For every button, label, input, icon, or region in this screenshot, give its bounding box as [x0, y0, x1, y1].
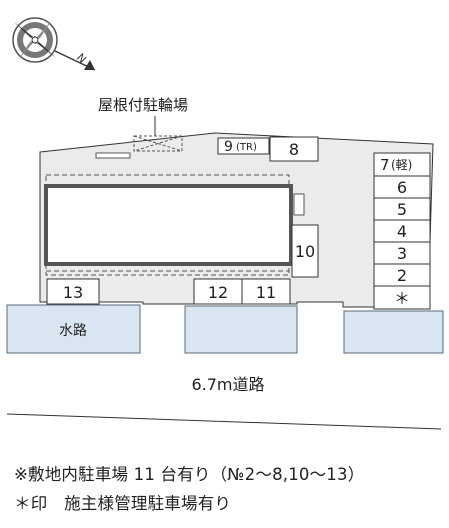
parking-space-6[interactable]: 6 — [397, 178, 407, 197]
waterway-right — [343, 310, 444, 354]
north-label: N — [74, 51, 89, 66]
building — [44, 184, 293, 266]
parking-space-2[interactable]: 2 — [397, 266, 407, 285]
parking-space-4[interactable]: 4 — [397, 222, 407, 241]
road-edge — [6, 413, 442, 430]
road-label: 6.7m道路 — [191, 375, 264, 394]
parking-space-7[interactable]: 7 (軽) — [380, 156, 412, 174]
parking-space-11[interactable]: 11 — [241, 278, 291, 305]
space-10-number: 10 — [295, 242, 315, 261]
parking-space-12[interactable]: 12 — [193, 278, 243, 305]
bike-parking-label: 屋根付駐輪場 — [98, 96, 188, 114]
waterway-middle — [184, 305, 298, 354]
parking-space-owner[interactable]: ＊ — [394, 289, 410, 308]
space-9-number: 9 — [224, 139, 233, 155]
space-9-note: (TR) — [236, 142, 257, 153]
space-7-note: (軽) — [391, 158, 412, 172]
waterway-label: 水路 — [59, 323, 87, 339]
parking-column-right — [373, 152, 431, 310]
parking-space-8[interactable]: 8 — [269, 136, 319, 162]
parking-space-10[interactable]: 10 — [291, 224, 319, 278]
parking-space-5[interactable]: 5 — [397, 200, 407, 219]
bike-parking-shelter — [133, 135, 183, 152]
space-11-number: 11 — [256, 283, 276, 302]
utility-box — [293, 193, 305, 216]
parking-space-9[interactable]: 9 (TR) — [217, 137, 270, 155]
space-8-number: 8 — [289, 140, 299, 159]
space-12-number: 12 — [208, 283, 228, 302]
parking-space-13[interactable]: 13 — [46, 278, 100, 305]
space-7-number: 7 — [380, 156, 390, 174]
parking-space-3[interactable]: 3 — [397, 244, 407, 263]
waterway-left — [6, 304, 141, 354]
owner-parking-note: ＊印 施主様管理駐車場有り — [14, 494, 232, 513]
space-13-number: 13 — [63, 283, 83, 302]
parking-count-note: ※敷地内駐車場 11 台有り（№2～8,10～13） — [14, 465, 365, 484]
compass-icon — [12, 17, 96, 71]
gate-marker — [95, 152, 131, 159]
